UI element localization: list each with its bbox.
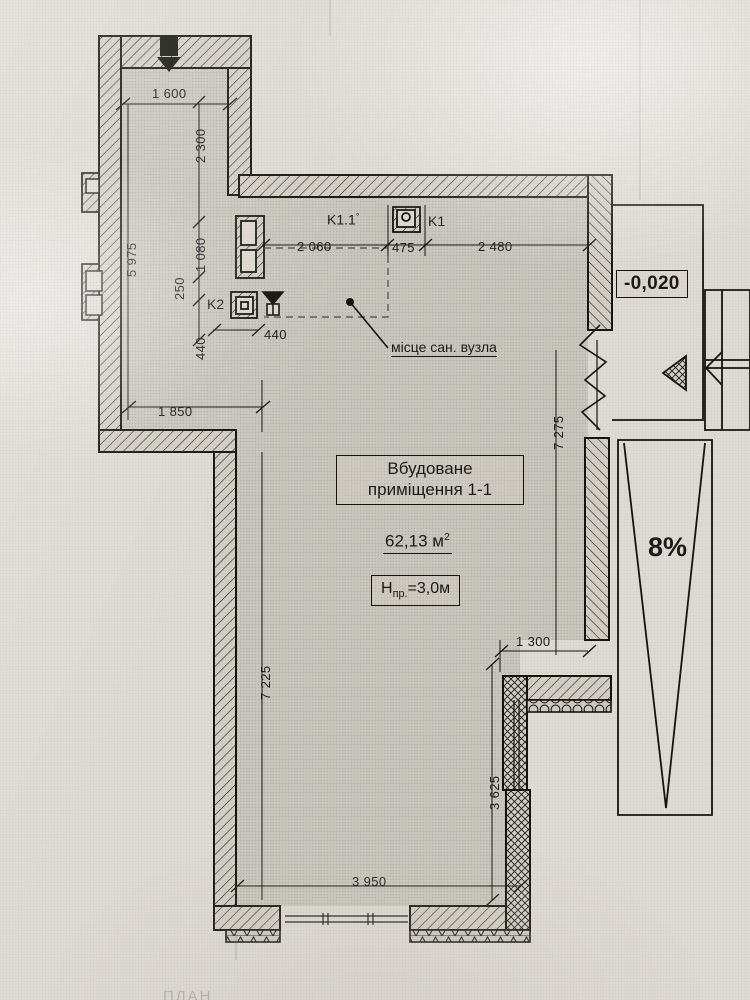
- dimension-left-250: 250: [172, 277, 187, 300]
- dimension-bottom-3950: 3 950: [352, 874, 387, 889]
- extension-guides: [235, 0, 641, 960]
- dimension-left-440: 440: [193, 337, 208, 360]
- duct-shaft-k11: [235, 215, 265, 279]
- riser-k1-symbol: [392, 206, 421, 233]
- dimension-top-run: 1 600: [152, 86, 187, 101]
- riser-label-k1: K1: [428, 213, 446, 229]
- riser-k2-symbol: [230, 291, 258, 319]
- dimension-left-1850: 1 850: [158, 404, 193, 419]
- dimension-left-1080: 1 080: [193, 237, 208, 272]
- dimension-left-7225: 7 225: [258, 665, 273, 700]
- dimension-left-total: 5 975: [124, 242, 139, 277]
- dimension-notch-1300: 1 300: [516, 634, 551, 649]
- dimension-notch-3625: 3 625: [487, 775, 502, 810]
- dimension-inner-440: 440: [264, 327, 287, 342]
- entry-door-marker: [157, 36, 181, 72]
- plan-outlines: [120, 67, 589, 906]
- room-name-line2: приміщення 1-1: [367, 479, 493, 499]
- room-name-line1: Вбудоване: [387, 459, 473, 478]
- sanitary-zone-dashed: [264, 247, 389, 318]
- dimension-top-2060: 2 060: [297, 239, 332, 254]
- room-name-box: Вбудоване приміщення 1-1: [336, 455, 524, 506]
- wall-insulation-layer: [225, 699, 612, 943]
- dimension-top-depth: 2 300: [193, 128, 208, 163]
- room-height-box: Нпр.=3,0м: [371, 575, 461, 607]
- sanitary-note-leader: [346, 298, 389, 349]
- dimension-lines: [115, 68, 597, 907]
- dimension-top-2480: 2 480: [478, 239, 513, 254]
- elevation-marker: -0,020: [616, 270, 688, 299]
- sheet-bottom-faint-text: ПЛАН: [163, 988, 213, 1000]
- left-wall-niche-openings: [85, 178, 103, 316]
- room-area: 62,13 м2: [383, 531, 452, 554]
- riser-label-k2: K2: [207, 296, 225, 312]
- break-line: [578, 324, 608, 431]
- ramp-slope-label: 8%: [648, 532, 688, 562]
- wall-structure: [98, 35, 613, 931]
- dimension-top-475: 475: [392, 240, 415, 255]
- exterior-landing: [612, 204, 750, 431]
- glazing-lines: [285, 340, 598, 925]
- sanitary-unit-note: місце сан. вузла: [391, 339, 497, 357]
- dimension-right-7275: 7 275: [551, 415, 566, 450]
- ramp-8-percent: [617, 439, 713, 816]
- floor-drain-symbol: [261, 291, 285, 316]
- riser-label-k1-1: K1.1°: [327, 211, 360, 228]
